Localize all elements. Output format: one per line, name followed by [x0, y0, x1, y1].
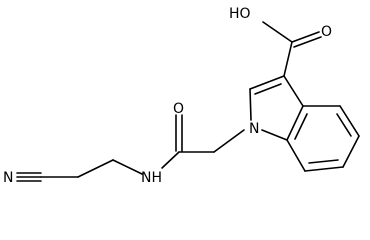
bond-c3-c3a: [283, 75, 304, 107]
bond-c2-n1: [249, 88, 252, 121]
bond-ch2-ch2: [77, 159, 114, 178]
bond-c6-c7: [304, 166, 344, 172]
label-o-amide: O: [173, 101, 184, 117]
bond-n1-ch2: [213, 129, 245, 153]
label-n-nitrile: N: [3, 170, 13, 186]
bond-c7a-c3a-double: [294, 113, 308, 140]
bond-c2-c3: [249, 75, 285, 90]
label-nh: NH: [141, 170, 162, 186]
bond-c3a-c7a: [286, 105, 304, 141]
pyrrole-ring: N: [249, 75, 304, 141]
label-o-acid: O: [321, 24, 332, 40]
benzene-ring: [286, 105, 360, 172]
bond-c4-c5-double: [336, 113, 352, 137]
acetamide-linker: O NH: [141, 101, 245, 186]
bond-cooh-oh: [262, 21, 293, 43]
label-n-indole: N: [249, 121, 259, 137]
bond-c6-c7-double: [308, 159, 339, 164]
cyanoethyl-chain: N: [3, 159, 143, 186]
bond-c7-c7a: [286, 139, 306, 172]
bond-co-nh: [161, 151, 180, 169]
bond-cooh-o-2: [293, 36, 322, 48]
label-oh: HO: [229, 6, 251, 22]
bond-c4-c5: [339, 105, 360, 137]
chemical-structure: HO O N O NH N: [3, 6, 360, 186]
carboxylic-acid-group: HO O: [229, 6, 332, 77]
bond-nh-ch2: [112, 159, 143, 175]
bond-n1-c7a: [261, 129, 288, 141]
bond-cooh-o-1: [291, 31, 320, 43]
bond-c2-c3-double: [254, 83, 282, 95]
bond-c5-c6: [342, 135, 360, 168]
bond-c3-ccooh: [283, 41, 293, 77]
